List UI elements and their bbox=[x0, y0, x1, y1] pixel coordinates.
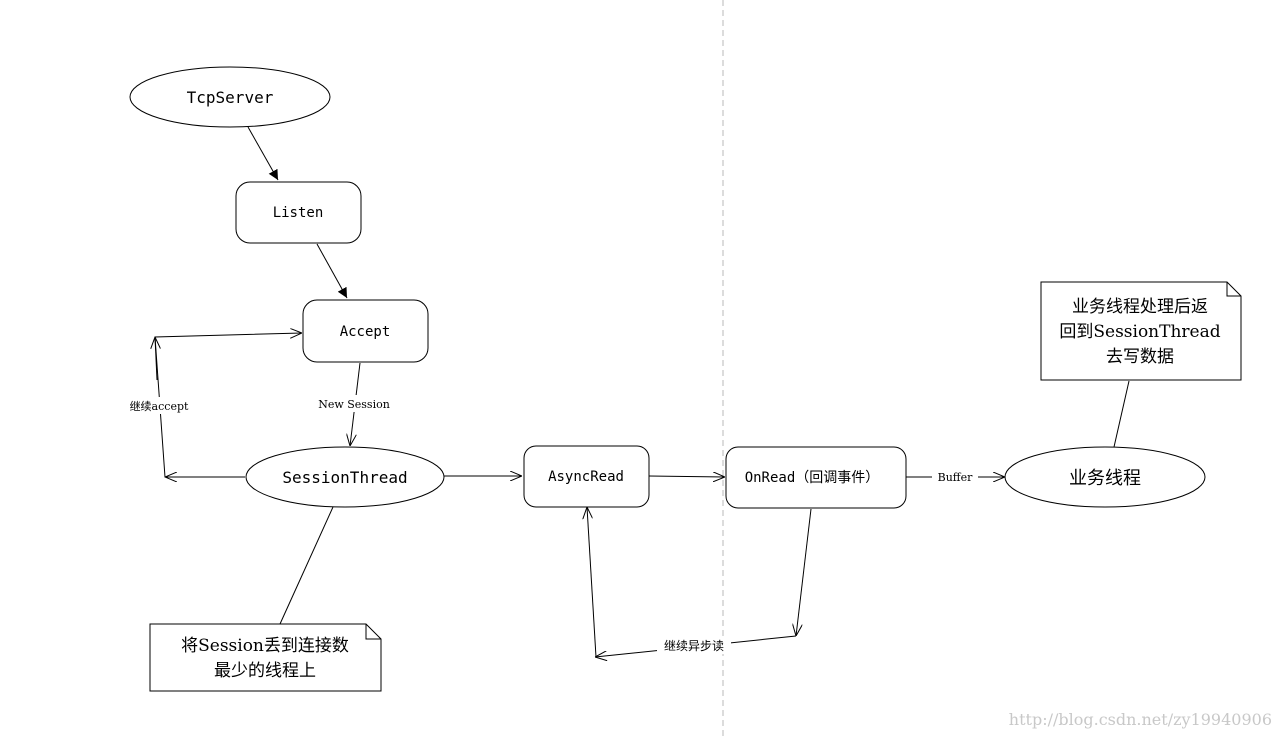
node-asyncread: AsyncRead bbox=[523, 445, 650, 508]
node-onread-label: OnRead（回调事件） bbox=[745, 470, 880, 486]
note-business-line-1: 业务线程处理后返 bbox=[1072, 297, 1208, 317]
note-session: 将Session丢到连接数 最少的线程上 bbox=[149, 623, 382, 692]
node-tcpserver: TcpServer bbox=[129, 66, 331, 128]
node-accept-label: Accept bbox=[340, 324, 391, 340]
edge-asyncread-onread bbox=[648, 476, 725, 477]
edge-label-bg-new-session bbox=[312, 395, 396, 412]
node-onread: OnRead（回调事件） bbox=[725, 446, 907, 509]
edge-loop-up-arrow bbox=[155, 337, 157, 381]
node-business-thread-label: 业务线程 bbox=[1069, 468, 1141, 489]
note-session-line-1: 将Session丢到连接数 bbox=[181, 636, 349, 656]
note-business-line-2: 回到SessionThread bbox=[1059, 322, 1220, 342]
node-business-thread: 业务线程 bbox=[1004, 446, 1206, 508]
edge-label-new-session: New Session bbox=[318, 398, 390, 411]
watermark: http://blog.csdn.net/zy19940906 bbox=[1009, 710, 1272, 729]
note-business-line-3: 去写数据 bbox=[1106, 347, 1174, 367]
edge-tcpserver-listen bbox=[247, 126, 279, 181]
edge-label-bg-continue-accept bbox=[120, 397, 196, 414]
edge-continue-read-up bbox=[587, 507, 597, 658]
edge-label-continue-accept: 继续accept bbox=[130, 399, 189, 413]
node-listen: Listen bbox=[235, 181, 362, 244]
edge-label-buffer: Buffer bbox=[938, 471, 973, 484]
node-sessionthread-label: SessionThread bbox=[282, 468, 407, 487]
edge-label-continue-read: 继续异步读 bbox=[664, 639, 724, 653]
node-asyncread-label: AsyncRead bbox=[548, 469, 624, 485]
note-connector-business bbox=[1113, 380, 1130, 448]
note-business: 业务线程处理后返 回到SessionThread 去写数据 bbox=[1040, 281, 1242, 381]
edge-listen-accept bbox=[316, 243, 348, 299]
node-tcpserver-label: TcpServer bbox=[187, 88, 274, 107]
edge-onread-down bbox=[796, 508, 812, 636]
note-session-line-2: 最少的线程上 bbox=[214, 661, 316, 681]
edge-label-bg-buffer bbox=[932, 469, 978, 484]
edge-label-bg-continue-read bbox=[657, 637, 731, 654]
node-listen-label: Listen bbox=[273, 205, 324, 221]
node-accept: Accept bbox=[302, 299, 429, 363]
note-connector-session bbox=[279, 506, 334, 625]
node-sessionthread: SessionThread bbox=[245, 446, 445, 508]
